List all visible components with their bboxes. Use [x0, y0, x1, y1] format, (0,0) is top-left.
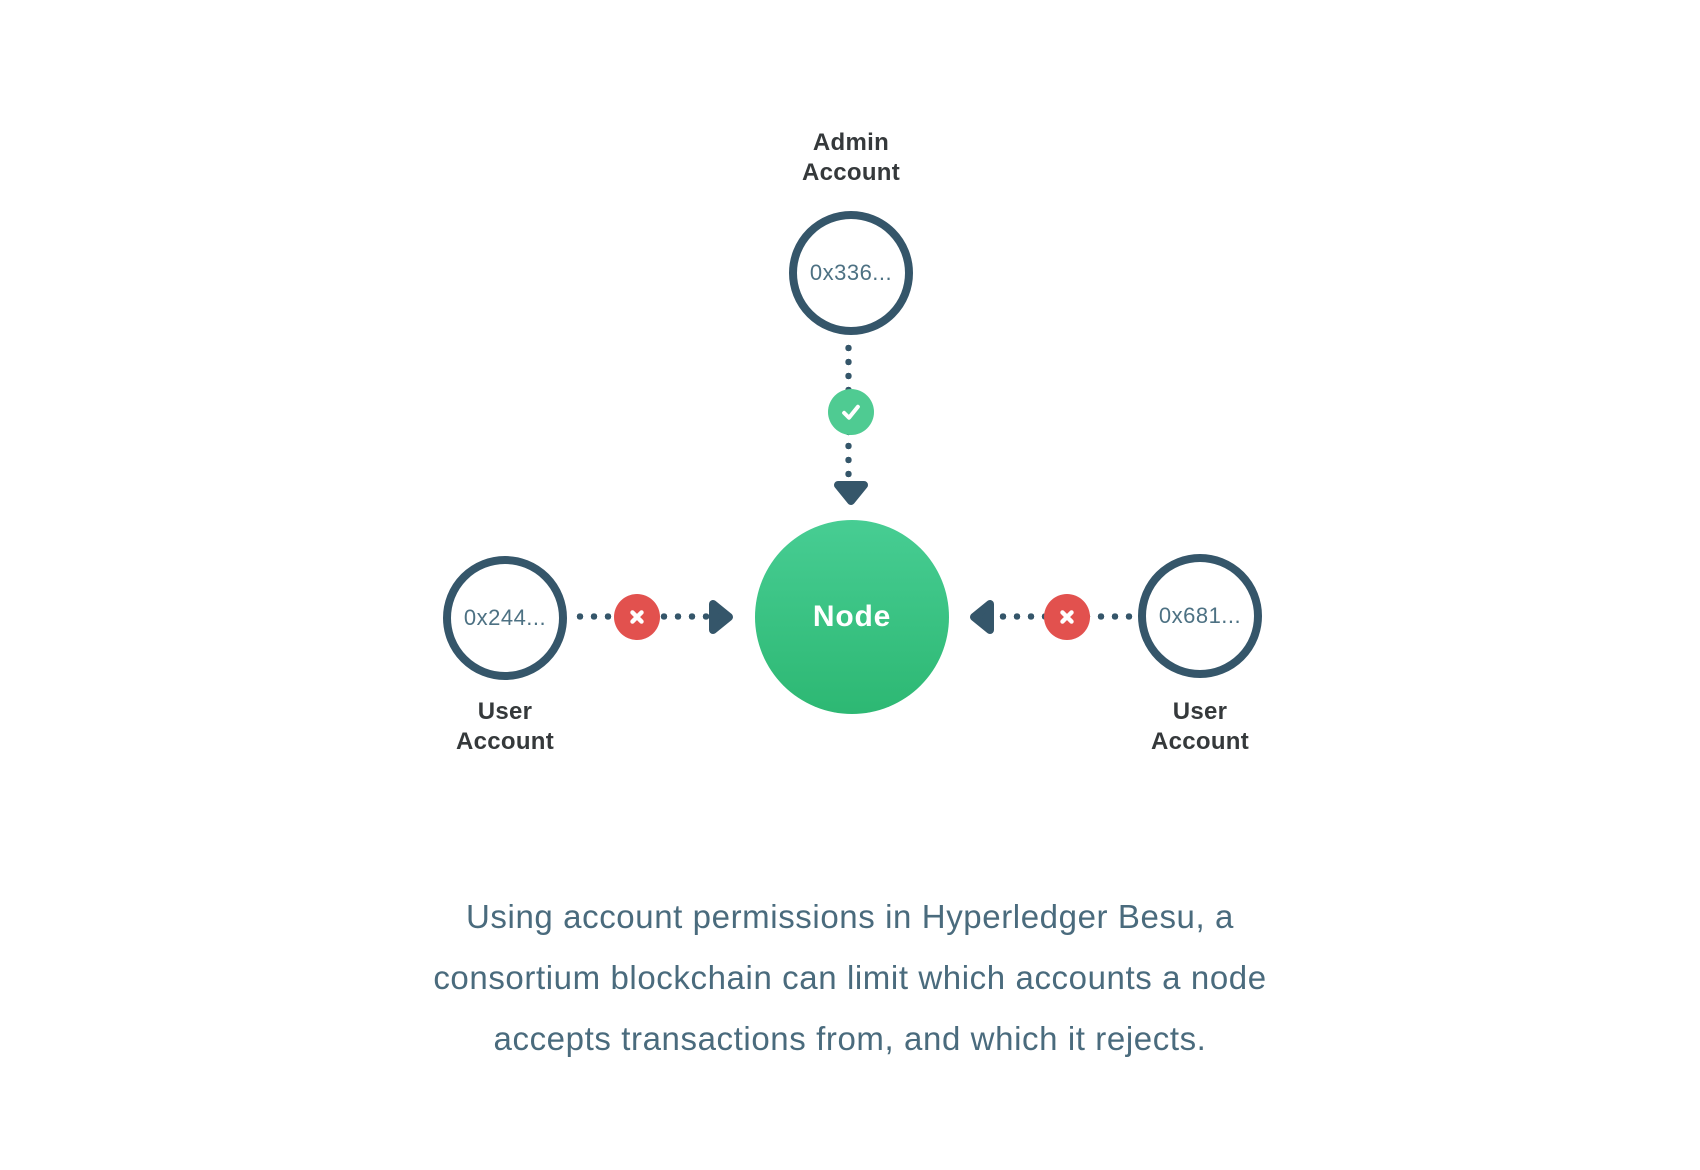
- arrow-right-icon: [708, 598, 734, 636]
- x-icon: [624, 604, 650, 630]
- caption-line: Using account permissions in Hyperledger…: [466, 898, 1234, 935]
- admin-account-address: 0x336...: [809, 260, 893, 285]
- user-account-left-label-line1: User: [477, 698, 533, 725]
- user-account-right-label-line1: User: [1172, 698, 1228, 725]
- caption-line: accepts transactions from, and which it …: [493, 1020, 1207, 1057]
- reject-badge-left: [614, 594, 660, 640]
- user-account-left-address: 0x244...: [463, 605, 547, 630]
- user-account-left-label: User Account: [355, 697, 655, 757]
- accept-badge: [828, 389, 874, 435]
- user-account-right-label-line2: Account: [1150, 728, 1250, 755]
- user-account-left-circle: 0x244...: [443, 556, 567, 680]
- x-icon: [1054, 604, 1080, 630]
- admin-account-label-line1: Admin: [812, 129, 890, 156]
- arrow-left-icon: [969, 598, 995, 636]
- user-account-right-address: 0x681...: [1158, 603, 1242, 628]
- arrow-down-icon: [832, 480, 870, 506]
- reject-badge-right: [1044, 594, 1090, 640]
- admin-account-circle: 0x336...: [789, 211, 913, 335]
- user-account-left-label-line2: Account: [455, 728, 555, 755]
- admin-account-label-line2: Account: [801, 159, 901, 186]
- caption: Using account permissions in Hyperledger…: [0, 886, 1700, 1069]
- user-account-right-circle: 0x681...: [1138, 554, 1262, 678]
- check-icon: [836, 397, 866, 427]
- user-account-right-label: User Account: [1050, 697, 1350, 757]
- admin-account-label: Admin Account: [701, 128, 1001, 188]
- node-label: Node: [812, 600, 892, 633]
- node-circle: Node: [755, 520, 949, 714]
- caption-line: consortium blockchain can limit which ac…: [433, 959, 1267, 996]
